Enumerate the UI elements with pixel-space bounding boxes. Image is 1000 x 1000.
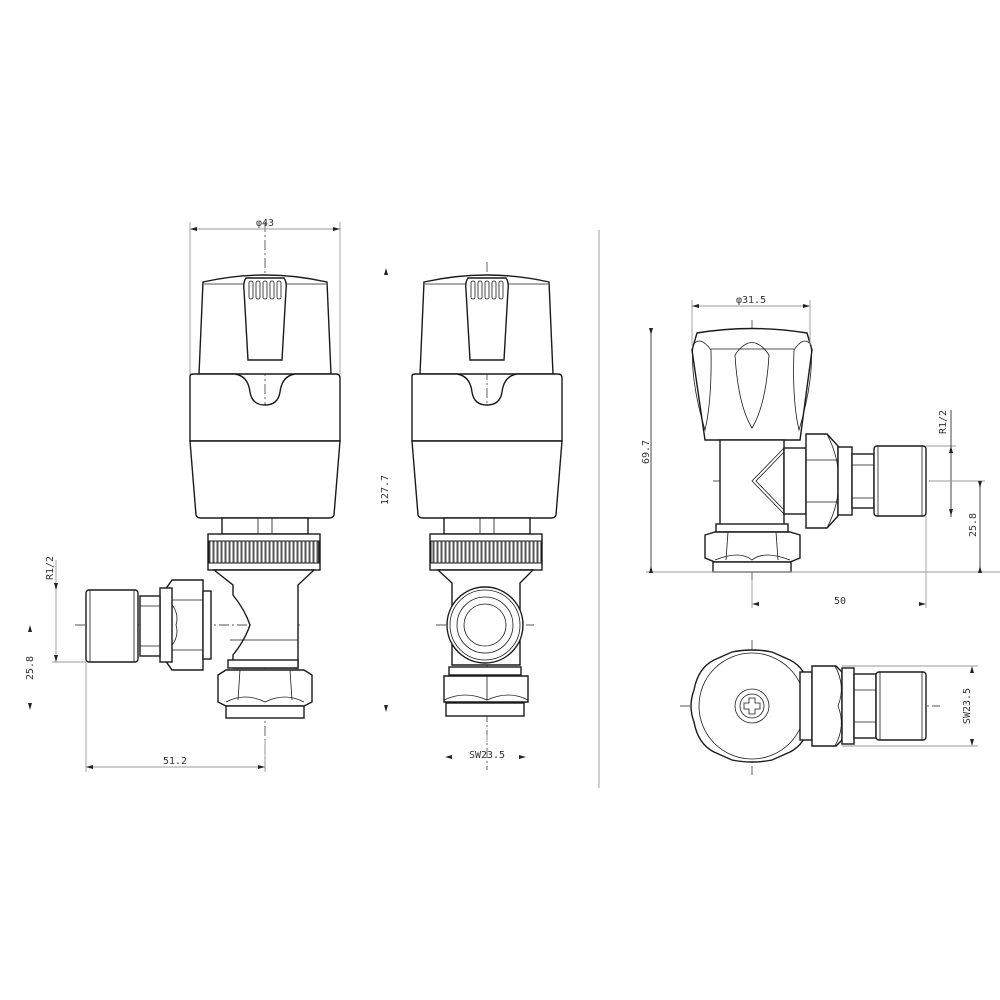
dim-manual-nut-size: SW23.5 <box>962 688 973 724</box>
manual-top-view: SW23.5 <box>680 640 978 775</box>
dim-trv-width: 51.2 <box>163 756 187 767</box>
dim-manual-total-height: 69.7 <box>641 440 652 464</box>
dim-manual-height: 25.8 <box>968 513 979 537</box>
dim-trv-height-left: 25.8 <box>25 656 36 680</box>
dim-trv-total-height: 127.7 <box>380 475 391 505</box>
dim-manual-thread: R1/2 <box>938 410 949 434</box>
trv-front-view: 127.7 SW23.5 <box>380 262 563 770</box>
dim-trv-thread-left: R1/2 <box>45 556 56 580</box>
dim-trv-head-diameter: φ43 <box>256 218 274 229</box>
dim-manual-head-diameter: φ31.5 <box>736 295 766 306</box>
dim-manual-width: 50 <box>834 596 846 607</box>
trv-side-view: φ43 R1/2 25.8 51.2 <box>25 218 341 772</box>
manual-side-view: φ31.5 69.7 R1/2 25.8 50 <box>641 295 1000 608</box>
dim-trv-nut-size: SW23.5 <box>469 750 505 761</box>
